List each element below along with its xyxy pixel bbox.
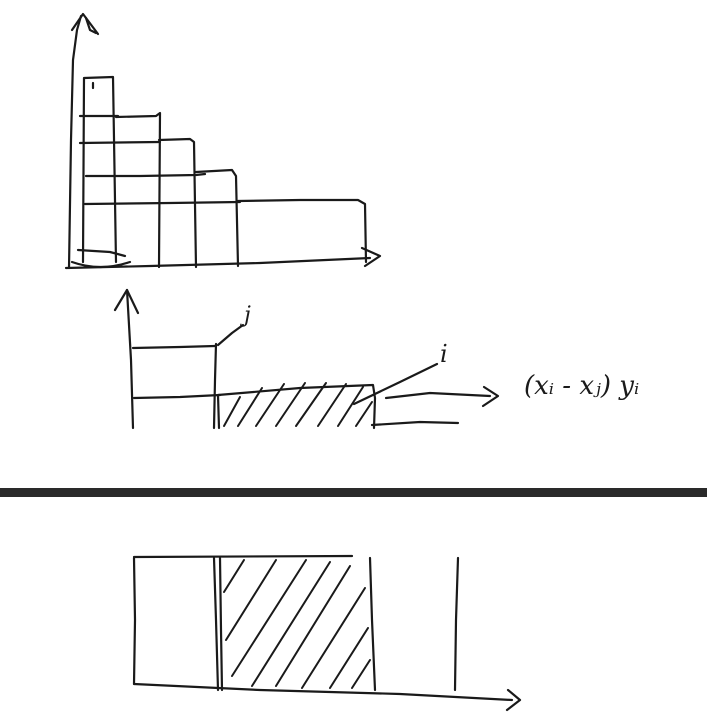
zoomed-x-arrowhead (505, 688, 522, 712)
zoomed-left-line (132, 556, 137, 686)
area-top-level-line (131, 344, 217, 350)
zoomed-far-right-line (453, 556, 460, 692)
staircase-y-arrow-extra (84, 16, 98, 35)
zoomed-hatching (223, 559, 371, 689)
zoomed-j-line (212, 556, 220, 692)
area-y-arrowhead (113, 288, 140, 315)
pointer-j (216, 323, 245, 347)
area-mid-level-line (132, 393, 222, 400)
zoomed-x-axis (132, 682, 514, 702)
zoomed-top-line (132, 554, 354, 559)
zoomed-i-left-line (218, 556, 224, 692)
pointer-i (352, 362, 439, 406)
formula-arrowhead (481, 385, 500, 408)
area-sketch: j i (xᵢ - xⱼ) yᵢ (113, 288, 639, 430)
label-i: i (440, 340, 448, 368)
staircase-layer-line-2 (78, 140, 162, 145)
area-hatching (223, 382, 373, 427)
staircase-outline (81, 75, 368, 269)
zoomed-sketch (132, 554, 522, 712)
staircase-layer-line-5 (76, 248, 127, 258)
area-j-line (212, 342, 218, 430)
formula-arrow (384, 391, 492, 400)
staircase-layer-line-3 (84, 172, 207, 178)
area-lower-baseline (370, 420, 460, 427)
area-formula: (xᵢ - xⱼ) yᵢ (524, 371, 639, 401)
label-j: j (239, 303, 251, 328)
pane-divider[interactable] (0, 488, 707, 497)
staircase-sketch (64, 12, 382, 270)
staircase-x-arrowhead (360, 246, 382, 268)
staircase-baseline-loop (70, 260, 132, 269)
zoomed-i-right-line (368, 556, 377, 692)
staircase-layer-line-4 (83, 200, 242, 206)
area-y-axis (125, 288, 135, 430)
staircase-y-axis (67, 14, 83, 270)
area-i-rectangle (216, 383, 377, 430)
